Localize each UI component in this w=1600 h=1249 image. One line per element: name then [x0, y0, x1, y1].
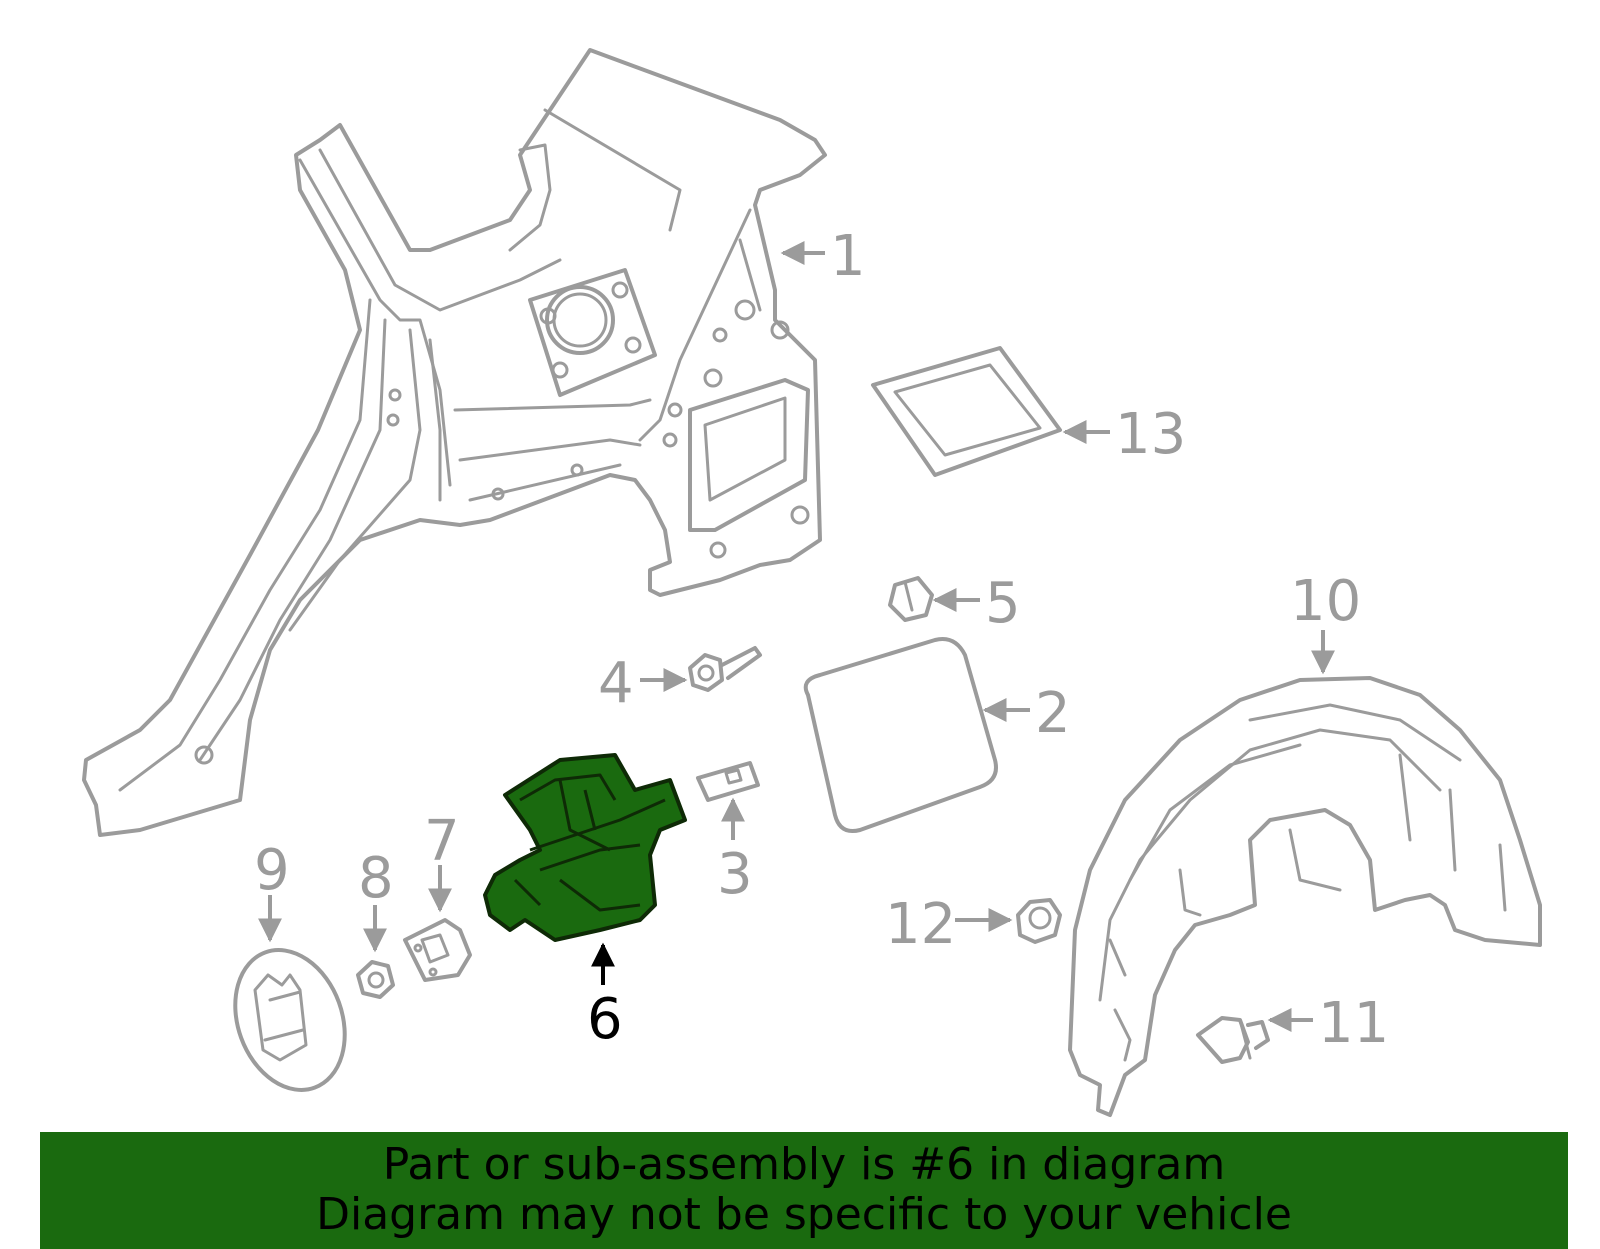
callout-7[interactable]: 7: [424, 809, 460, 874]
callout-2[interactable]: 2: [1035, 681, 1071, 746]
callout-10[interactable]: 10: [1290, 569, 1361, 634]
part-12-clip[interactable]: [1016, 898, 1062, 944]
part-5-nut[interactable]: [888, 576, 934, 622]
callout-3[interactable]: 3: [717, 842, 753, 907]
callout-12[interactable]: 12: [885, 892, 956, 957]
part-3-pad[interactable]: [696, 761, 760, 802]
part-8-nut[interactable]: [356, 960, 395, 999]
callout-5[interactable]: 5: [985, 571, 1021, 636]
banner-line-2: Diagram may not be specific to your vehi…: [316, 1189, 1292, 1240]
callout-6[interactable]: 6: [587, 987, 623, 1052]
info-banner: Part or sub-assembly is #6 in diagram Di…: [40, 1132, 1568, 1249]
callout-8[interactable]: 8: [358, 846, 394, 911]
part-13-gasket[interactable]: [871, 346, 1062, 477]
part-10-liner[interactable]: [1068, 676, 1542, 1117]
part-1-quarter-panel[interactable]: [82, 48, 827, 837]
part-7-collar[interactable]: [403, 918, 472, 982]
part-4-bolt[interactable]: [688, 646, 762, 692]
callout-1[interactable]: 1: [830, 224, 866, 289]
callout-labels: 1 13 5 4 2 3 6 7 8 9 10 11 12: [254, 224, 1389, 1056]
callout-11[interactable]: 11: [1318, 991, 1389, 1056]
callout-9[interactable]: 9: [254, 838, 290, 903]
callout-13[interactable]: 13: [1115, 402, 1186, 467]
part-11-push-pin[interactable]: [1196, 1016, 1270, 1064]
parts-diagram: 1 13 5 4 2 3 6 7 8 9 10 11 12: [82, 48, 1542, 1117]
part-6-housing-highlighted[interactable]: [483, 753, 687, 942]
callout-arrows: [258, 241, 1335, 1032]
callout-4[interactable]: 4: [598, 651, 634, 716]
part-9-cap[interactable]: [217, 935, 364, 1106]
part-2-fuel-door[interactable]: [803, 637, 998, 833]
banner-line-1: Part or sub-assembly is #6 in diagram: [382, 1139, 1226, 1190]
